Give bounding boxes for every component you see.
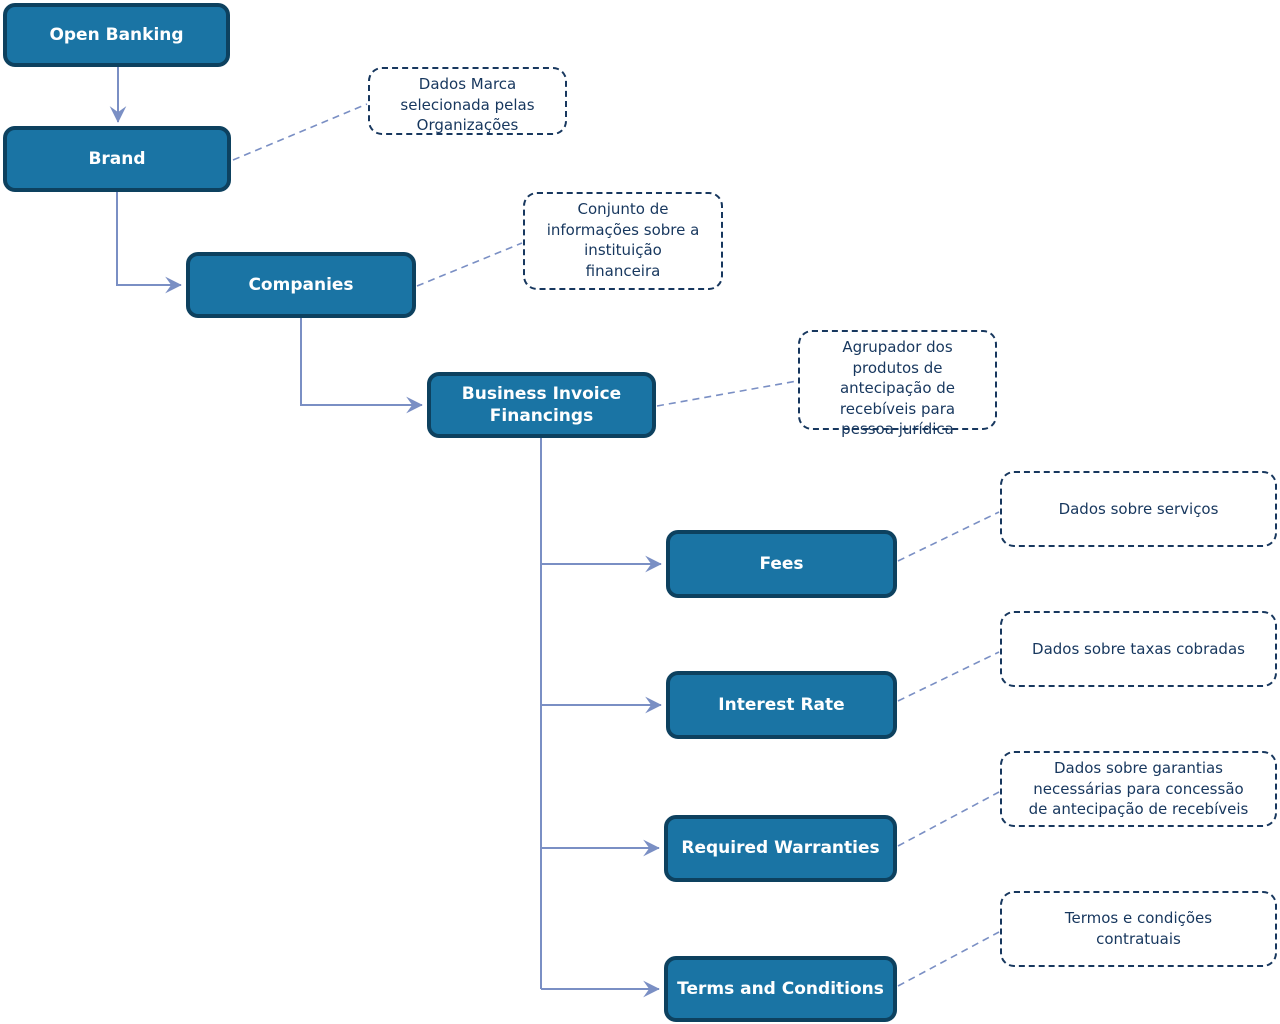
leader-required-warranties-note: [897, 791, 1000, 847]
note-business-invoice-financings: Agrupador dos produtos de antecipação de…: [798, 330, 997, 438]
leader-interest-rate-note: [897, 651, 1000, 702]
node-terms-and-conditions-label: Terms and Conditions: [677, 978, 884, 999]
node-required-warranties: Required Warranties: [664, 815, 897, 882]
note-companies-text: Conjunto de informações sobre a institui…: [546, 200, 700, 280]
node-business-invoice-financings: Business Invoice Financings: [427, 372, 656, 438]
note-brand: Dados Marca selecionada pelas Organizaçõ…: [368, 67, 567, 135]
note-business-invoice-financings-text: Agrupador dos produtos de antecipação de…: [839, 338, 956, 439]
note-terms-and-conditions: Termos e condições contratuais: [1000, 891, 1277, 967]
node-open-banking: Open Banking: [3, 3, 230, 67]
leader-business-invoice-financings-note: [656, 380, 798, 407]
leader-fees-note: [897, 511, 1000, 562]
note-required-warranties-text: Dados sobre garantias necessárias para c…: [1028, 759, 1249, 819]
node-business-invoice-financings-label: Business Invoice Financings: [461, 383, 622, 426]
note-companies: Conjunto de informações sobre a institui…: [523, 192, 723, 290]
leader-terms-and-conditions-note: [897, 931, 1000, 987]
leader-brand-note: [232, 103, 368, 161]
connector-companies-to-business-invoice-financings: [300, 318, 423, 414]
node-interest-rate: Interest Rate: [666, 671, 897, 739]
node-fees-label: Fees: [759, 553, 804, 574]
node-companies-label: Companies: [248, 274, 354, 295]
note-interest-rate-text: Dados sobre taxas cobradas: [1032, 639, 1245, 658]
node-required-warranties-label: Required Warranties: [681, 838, 880, 859]
node-open-banking-label: Open Banking: [49, 24, 184, 45]
node-interest-rate-label: Interest Rate: [718, 694, 845, 715]
note-fees: Dados sobre serviços: [1000, 471, 1277, 547]
note-fees-text: Dados sobre serviços: [1058, 499, 1219, 518]
note-brand-text: Dados Marca selecionada pelas Organizaçõ…: [400, 75, 535, 135]
note-interest-rate: Dados sobre taxas cobradas: [1000, 611, 1277, 687]
node-brand: Brand: [3, 126, 231, 192]
node-companies: Companies: [186, 252, 416, 318]
leader-companies-note: [416, 242, 523, 287]
connector-brand-to-companies: [116, 192, 182, 294]
note-required-warranties: Dados sobre garantias necessárias para c…: [1000, 751, 1277, 827]
note-terms-and-conditions-text: Termos e condições contratuais: [1064, 909, 1213, 948]
node-terms-and-conditions: Terms and Conditions: [664, 956, 897, 1022]
node-brand-label: Brand: [88, 148, 146, 169]
node-fees: Fees: [666, 530, 897, 598]
